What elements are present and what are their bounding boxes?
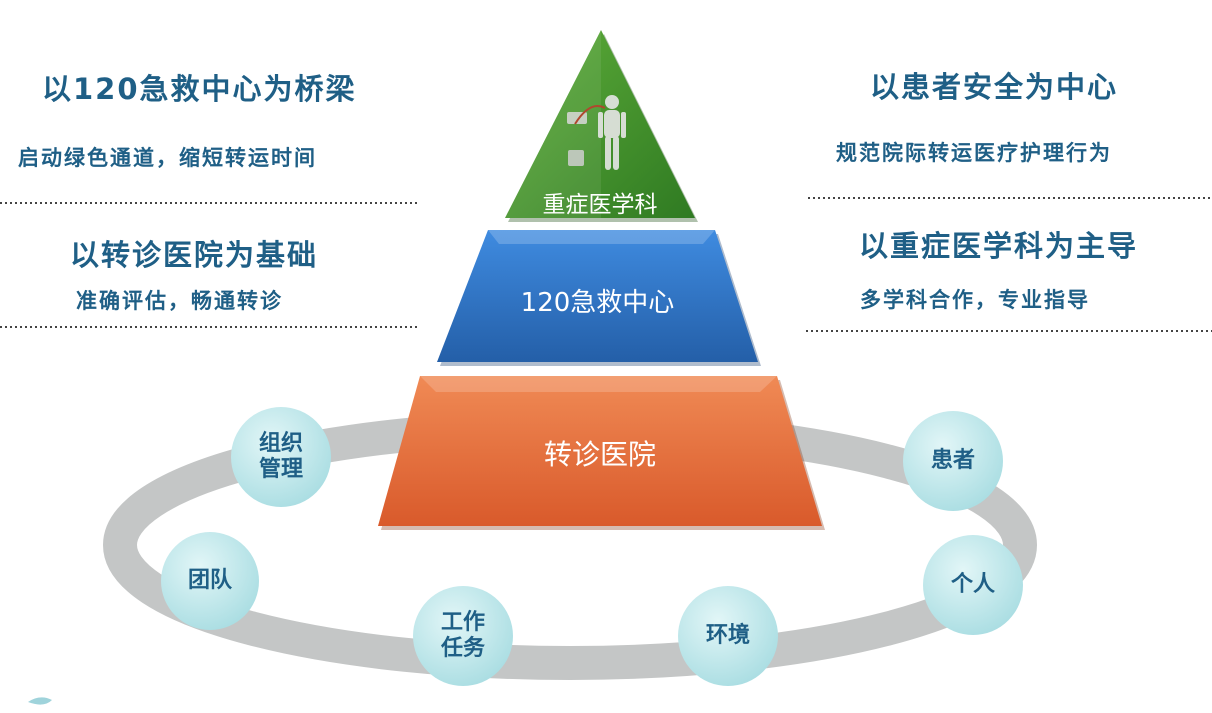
node-label-organization-management: 组织管理 <box>258 431 303 482</box>
pyramid-tier-bottom <box>378 376 825 530</box>
logo-mark <box>28 697 52 705</box>
node-label-individual: 个人 <box>950 572 995 597</box>
bubble-patient <box>903 411 1003 511</box>
tier-label-middle: 120急救中心 <box>520 288 675 318</box>
left-note-2-subtitle: 准确评估，畅通转诊 <box>76 289 283 313</box>
bubble-team <box>161 532 259 630</box>
bubble-organization-management <box>231 407 331 507</box>
bubble-work-task <box>413 586 513 686</box>
bubble-individual <box>923 535 1023 635</box>
left-note-2-title: 以转诊医院为基础 <box>70 238 319 272</box>
human-figure-icon <box>598 95 626 170</box>
ring-node-bubbles <box>161 407 1023 686</box>
tier-label-top: 重症医学科 <box>542 192 658 218</box>
node-label-work-task: 工作任务 <box>440 610 485 661</box>
left-note-1-title: 以120急救中心为桥梁 <box>42 72 357 106</box>
right-note-1-title: 以患者安全为中心 <box>870 70 1119 104</box>
bubble-environment <box>678 586 778 686</box>
right-note-2-title: 以重症医学科为主导 <box>859 229 1139 263</box>
tier-label-bottom: 转诊医院 <box>543 438 656 471</box>
node-label-team: 团队 <box>187 568 232 593</box>
left-note-1-subtitle: 启动绿色通道，缩短转运时间 <box>18 146 317 170</box>
pyramid-tier-middle <box>437 230 761 366</box>
patient-monitor-icon <box>567 105 606 166</box>
node-label-patient: 患者 <box>930 448 975 473</box>
node-label-environment: 环境 <box>705 623 750 648</box>
right-note-2-subtitle: 多学科合作，专业指导 <box>860 288 1090 312</box>
right-note-1-subtitle: 规范院际转运医疗护理行为 <box>836 141 1112 165</box>
